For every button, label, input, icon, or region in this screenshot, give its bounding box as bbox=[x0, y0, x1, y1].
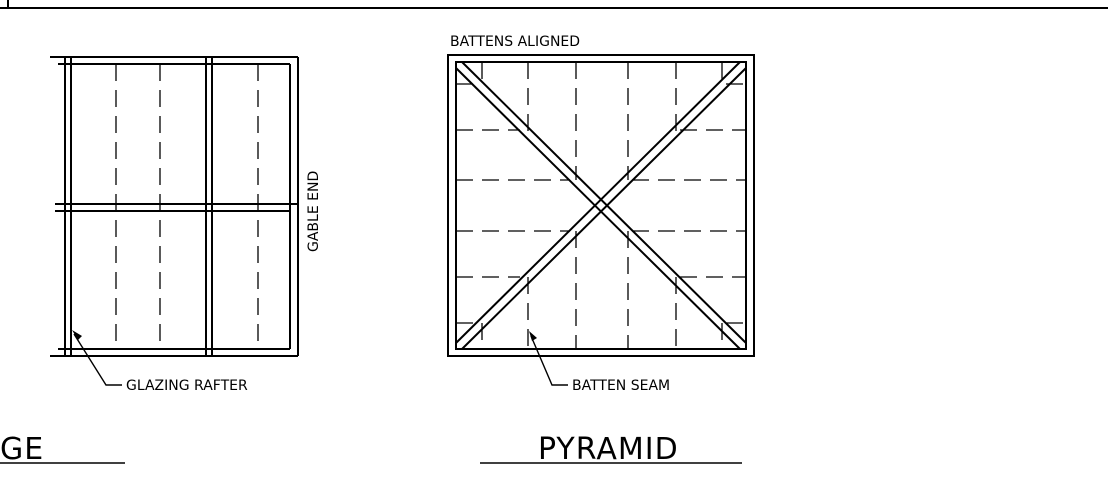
ridge-beam bbox=[55, 203, 298, 212]
batten-lines-left bbox=[115, 64, 259, 349]
left-view-title-block: GE bbox=[0, 432, 125, 467]
batten-seam-leader bbox=[529, 331, 568, 386]
glazing-rafter-label: GLAZING RAFTER bbox=[126, 378, 248, 394]
pyramid-roof-plan: BATTENS ALIGNED BATTEN SEAM bbox=[447, 34, 755, 394]
gable-roof-frame bbox=[50, 56, 299, 357]
glazing-rafters bbox=[64, 57, 213, 356]
batten-seam-label: BATTEN SEAM bbox=[572, 378, 670, 394]
batten-lines-vertical bbox=[481, 62, 723, 349]
sheet-border bbox=[0, 0, 1108, 9]
left-view-title: GE bbox=[0, 432, 44, 467]
hip-rafters bbox=[455, 61, 747, 350]
batten-lines-horizontal bbox=[456, 83, 746, 324]
glazing-rafter-leader bbox=[72, 330, 122, 386]
gable-end-label: GABLE END bbox=[306, 171, 322, 252]
right-view-title: PYRAMID bbox=[538, 432, 679, 467]
battens-aligned-label: BATTENS ALIGNED bbox=[450, 34, 580, 50]
right-view-title-block: PYRAMID bbox=[480, 432, 742, 467]
gable-roof-plan: GLAZING RAFTER GABLE END bbox=[50, 56, 322, 394]
pyramid-roof-frame bbox=[447, 54, 755, 357]
